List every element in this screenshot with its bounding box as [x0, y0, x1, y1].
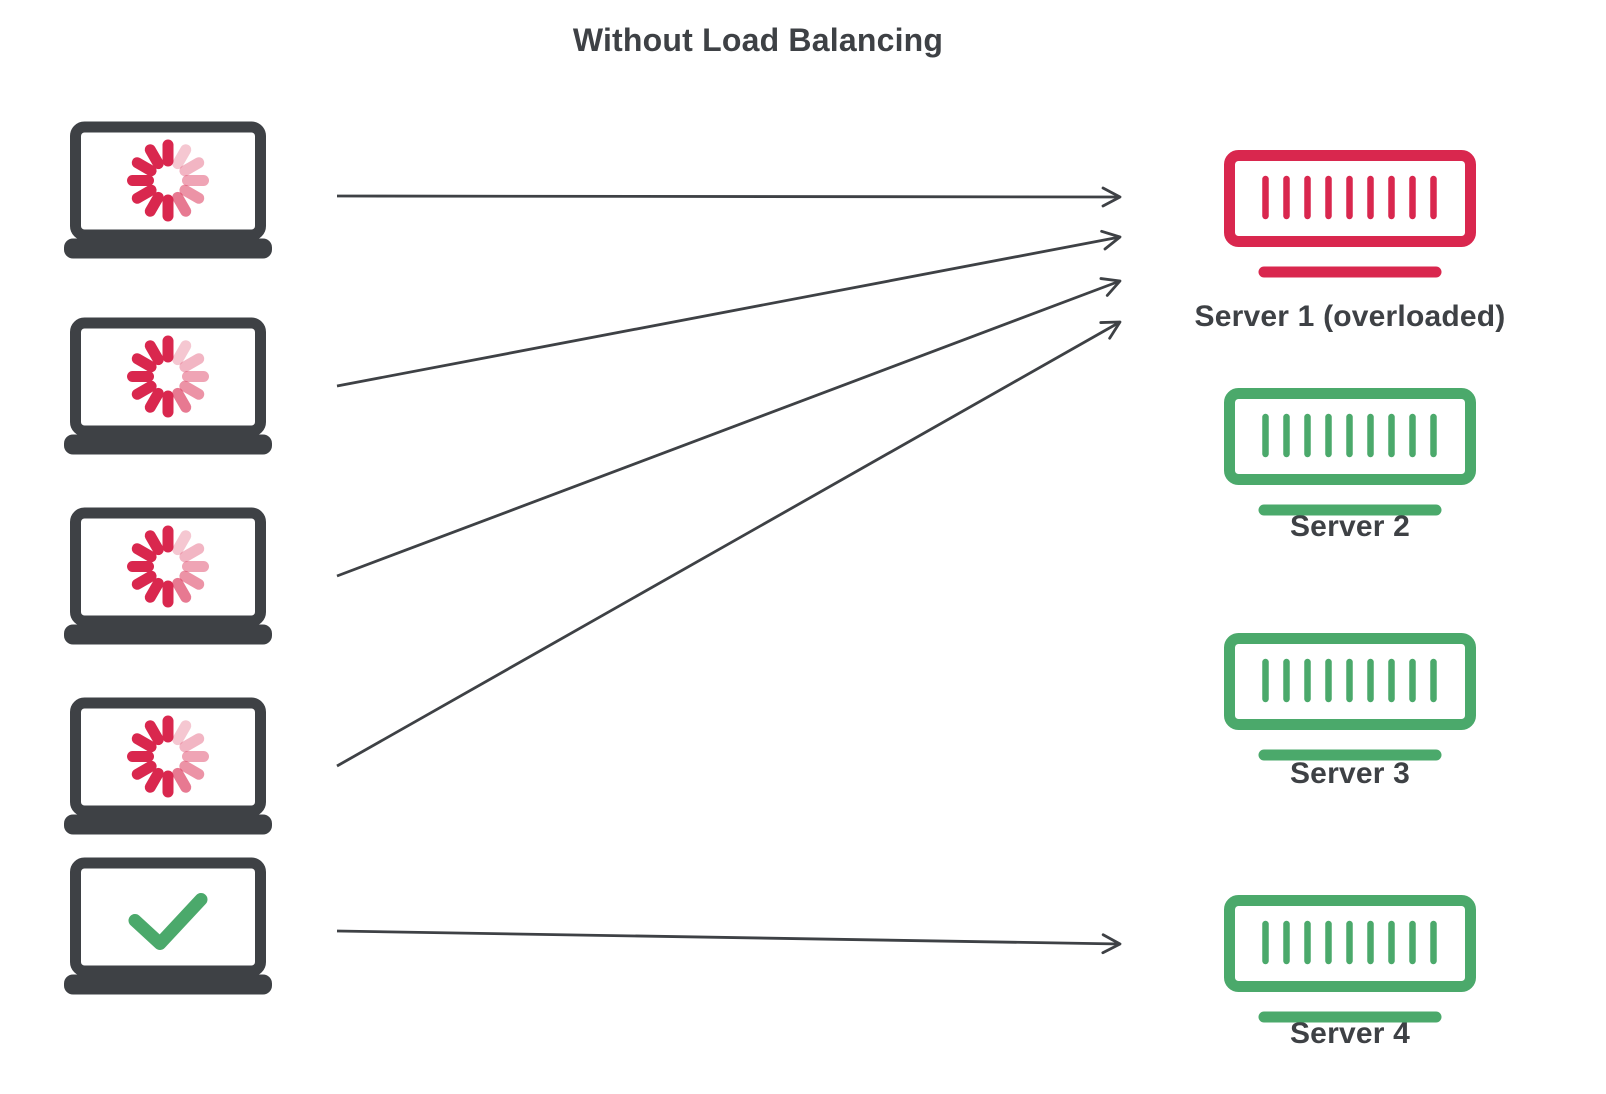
client-laptop-client-5	[64, 857, 272, 995]
laptop-screen	[70, 507, 266, 627]
connection-arrow-client-4-server-1	[336, 320, 1122, 768]
laptop-base	[64, 814, 272, 835]
server-label-server-3: Server 3	[1289, 757, 1411, 790]
laptop-base	[64, 624, 272, 645]
server-icon-server-1	[1224, 150, 1476, 278]
client-laptop-client-2	[64, 317, 272, 455]
loading-spinner-icon	[127, 525, 209, 608]
connection-arrow-client-5-server-4	[336, 929, 1122, 955]
server-label-server-2: Server 2	[1289, 510, 1411, 543]
client-laptop-client-4	[64, 697, 272, 835]
check-icon	[128, 893, 208, 950]
server-vents-icon	[1262, 658, 1437, 703]
loading-spinner-icon	[127, 335, 209, 418]
server-label-server-4: Server 4	[1289, 1017, 1411, 1050]
server-vents-icon	[1262, 413, 1437, 458]
laptop-screen	[70, 857, 266, 977]
server-icon-server-4	[1224, 895, 1476, 1023]
laptop-screen	[70, 317, 266, 437]
connection-arrow-client-1-server-1	[336, 186, 1122, 208]
laptop-screen	[70, 697, 266, 817]
connection-arrow-client-3-server-1	[336, 277, 1122, 578]
laptop-base	[64, 974, 272, 995]
laptop-base	[64, 238, 272, 259]
client-laptop-client-3	[64, 507, 272, 645]
server-vents-icon	[1262, 175, 1437, 220]
laptop-screen	[70, 121, 266, 241]
connection-arrow-client-2-server-1	[336, 229, 1122, 388]
client-laptop-client-1	[64, 121, 272, 259]
server-icon-server-2	[1224, 388, 1476, 516]
laptop-base	[64, 434, 272, 455]
server-vents-icon	[1262, 920, 1437, 965]
loading-spinner-icon	[127, 715, 209, 798]
server-icon-server-3	[1224, 633, 1476, 761]
loading-spinner-icon	[127, 139, 209, 222]
server-label-server-1: Server 1 (overloaded)	[1194, 300, 1506, 333]
diagram-title: Without Load Balancing	[572, 22, 944, 58]
